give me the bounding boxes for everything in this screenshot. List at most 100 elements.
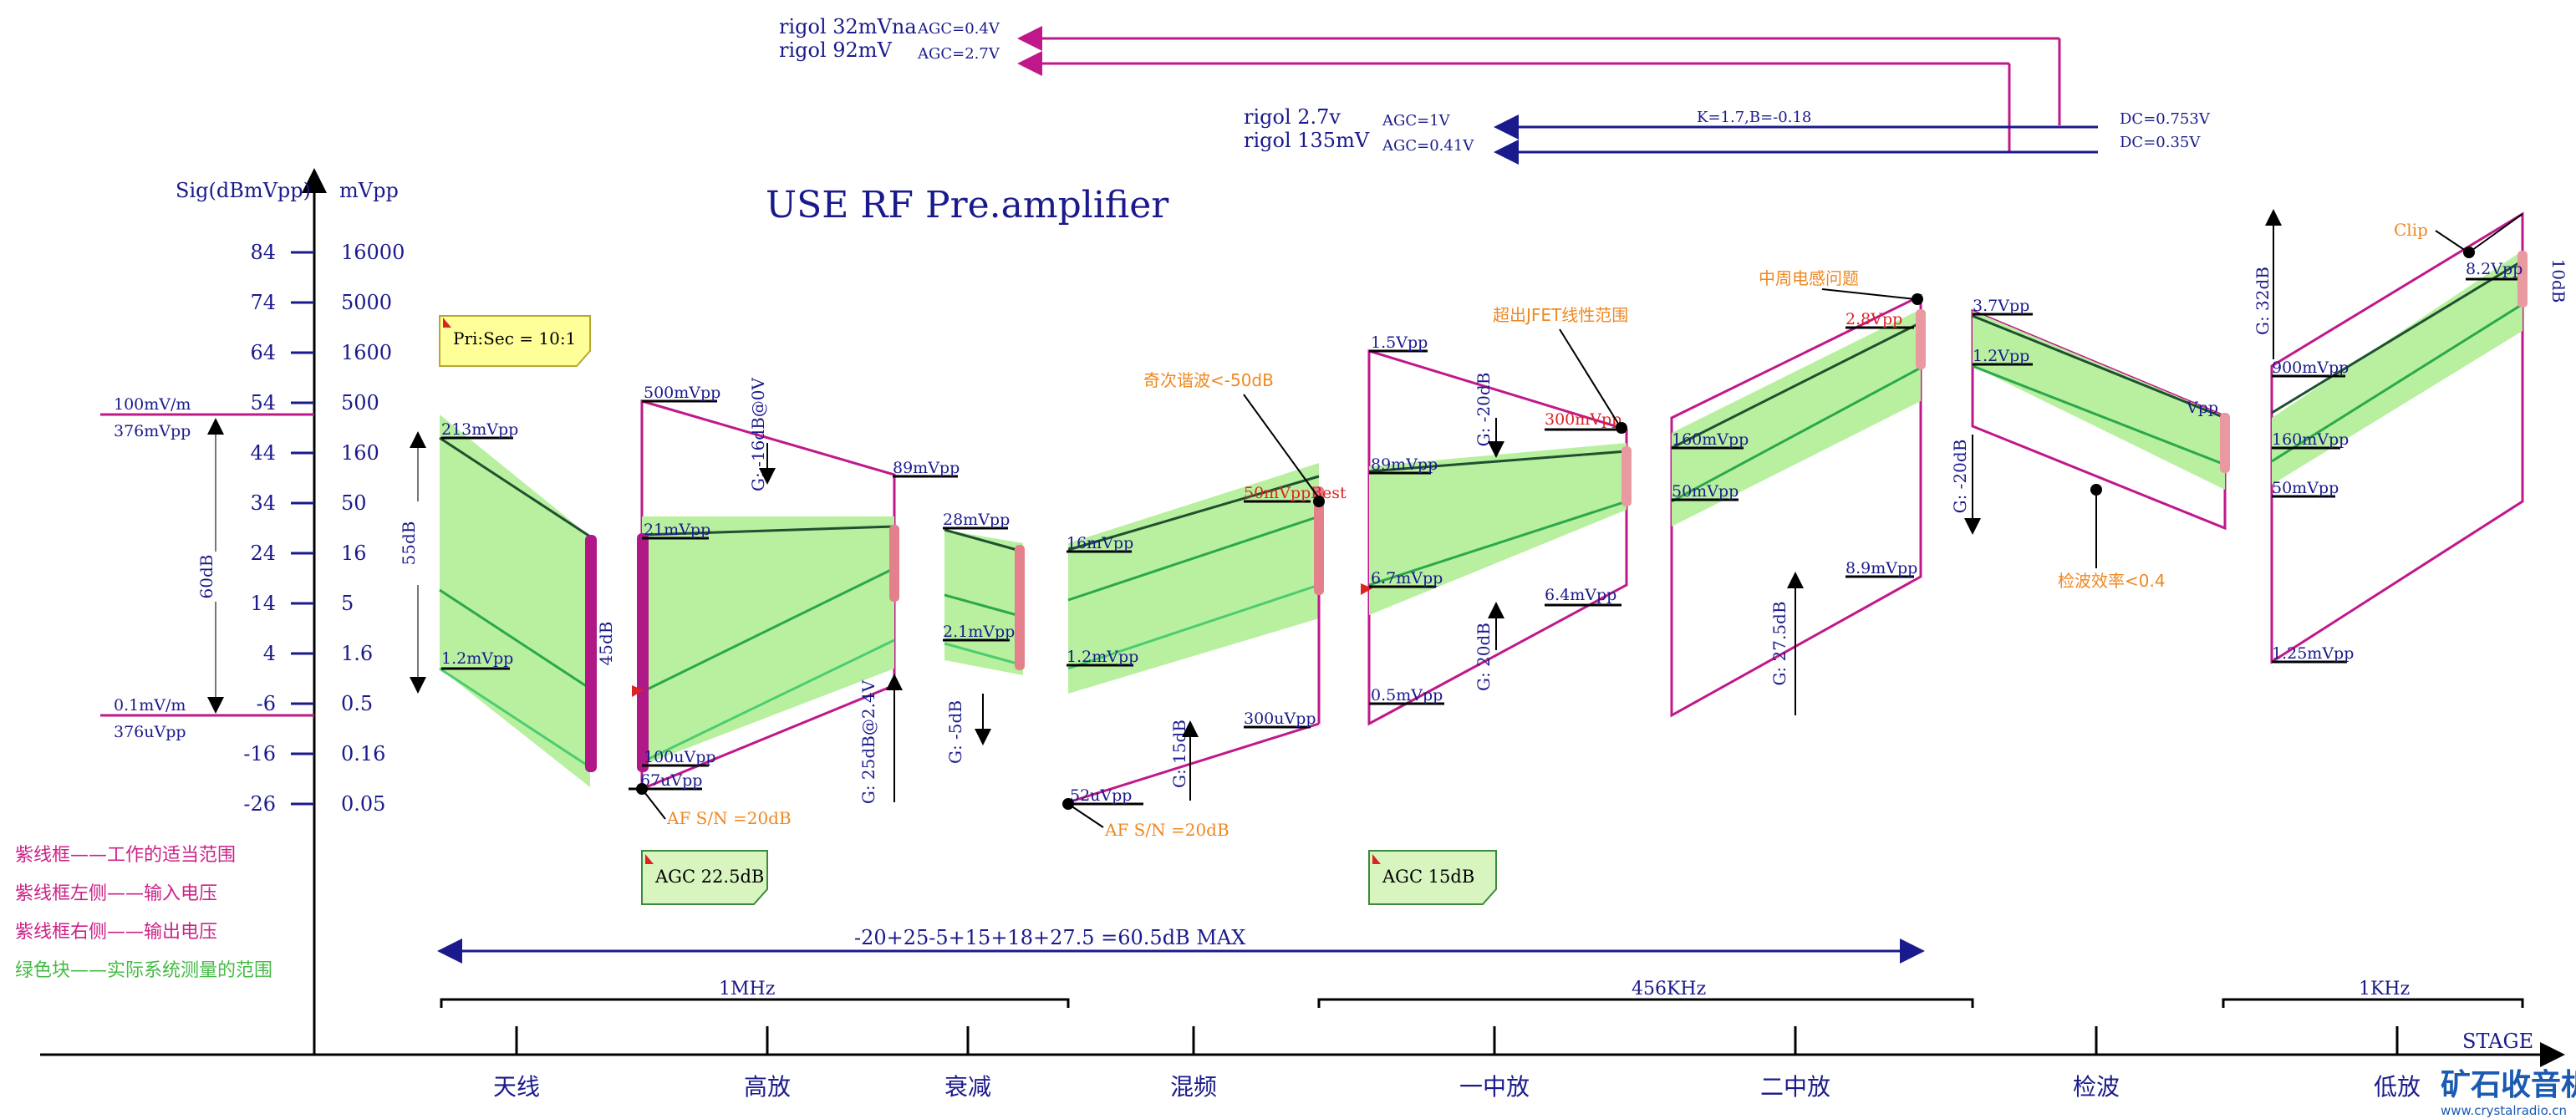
stage-detector: 3.7Vpp 1.2Vpp Vpp G: -20dB 检波效率<0.4 [1950, 297, 2230, 591]
stage-attenuator: 28mVpp 2.1mVpp G: -5dB [943, 511, 1025, 764]
att-hi-level: 28mVpp [943, 511, 1010, 529]
mix-gain: G: 15dB [1169, 720, 1189, 788]
mix-output-bar [1314, 486, 1324, 595]
if1-bottom-line [1368, 500, 1627, 587]
af-output-bar [2517, 251, 2528, 308]
rf-in-min-level: 67uVpp [640, 771, 702, 790]
bands-and-total: -20+25-5+15+18+27.5 =60.5dB MAX 1MHz 456… [437, 926, 2524, 1008]
det-gain: G: -20dB [1950, 440, 1970, 514]
y-tick-label-dbm: 44 [250, 441, 276, 465]
y-tick-label-mv: 16 [341, 542, 367, 565]
ref-high-top: 100mV/m [114, 395, 191, 414]
stage-label: 检波 [2073, 1073, 2120, 1101]
prisec-note-shape [439, 315, 591, 367]
y-tick-label-dbm: 74 [250, 291, 276, 314]
y-tick-label-mv: 50 [341, 491, 367, 515]
rf-in-hi-level: 500mVpp [644, 384, 720, 402]
stage-label: 一中放 [1459, 1073, 1530, 1101]
rigol-note-3: rigol 2.7v [1244, 105, 1341, 129]
antenna-green-block [440, 415, 590, 787]
if1-output-bar [1621, 446, 1632, 506]
stage-label: 衰减 [944, 1073, 991, 1101]
att-gain: G: -5dB [945, 700, 965, 764]
y-tick-label-mv: 5 [341, 592, 354, 615]
agc2-note-shape [1368, 850, 1497, 905]
y-tick-label-dbm: 54 [250, 391, 276, 415]
legend-item-4: 绿色块——实际系统测量的范围 [15, 960, 272, 981]
jfet-dot [1616, 422, 1627, 434]
kb-note: K=1.7,B=-0.18 [1697, 109, 1811, 126]
if2-out-lo-level: 8.9mVpp [1845, 559, 1917, 577]
rf-amp-green-block [642, 516, 894, 765]
stage-if2: 160mVpp 50mVpp 2.8Vpp 8.9mVpp 中周电感问题 G: … [1670, 268, 1926, 718]
if2-top-line [1671, 321, 1922, 450]
if1-green-block [1369, 443, 1627, 615]
rf-gain-bottom: G: 25dB@2.4V [858, 679, 878, 804]
antenna-bottom-line [439, 667, 591, 769]
if1-min-level: 0.5mVpp [1371, 686, 1443, 704]
rf-in-lo-level: 100uVpp [644, 748, 716, 766]
ref-low-bottom: 376uVpp [114, 723, 186, 741]
jfet-note: 超出JFET线性范围 [1493, 305, 1628, 325]
if1-gain-bottom: G: 20dB [1474, 623, 1494, 691]
odd-harmonic-note: 奇次谐波<-50dB [1143, 370, 1274, 390]
band-bracket-1mhz [440, 998, 1070, 1008]
stage-if1: 1.5Vpp 89mVpp 6.7mVpp 0.5mVpp 300mVpp 6.… [1361, 305, 1632, 905]
if1-hi-level: 89mVpp [1371, 455, 1438, 474]
clip-line [2468, 213, 2523, 253]
if1-top-level: 1.5Vpp [1371, 333, 1428, 352]
af-hi-level: 900mVpp [2272, 359, 2349, 377]
span60-label: 60dB [196, 555, 216, 599]
antenna-gain-45db: 45dB [596, 622, 616, 666]
antenna-output-bar [585, 535, 597, 772]
y-axis-label-right: mVpp [339, 179, 399, 202]
y-tick-label-mv: 0.05 [341, 792, 385, 816]
watermark-brand: 矿石收音机 [2441, 1068, 2576, 1102]
antenna-lo-level: 1.2mVpp [441, 649, 513, 668]
if2-hi-level: 160mVpp [1672, 430, 1749, 449]
af-out-level: 8.2Vpp [2466, 260, 2523, 278]
af-lo-level: 50mVpp [2272, 479, 2339, 497]
rf-in-mid-level: 21mVpp [644, 521, 710, 539]
mix-frame-bottom [1067, 722, 1320, 804]
af-range-frame [2270, 211, 2524, 664]
if2-lo-level: 50mVpp [1672, 482, 1739, 501]
span55-label: 55dB [399, 521, 419, 566]
stage-af-amp: 900mVpp 160mVpp 50mVpp 1.25mVpp 8.2Vpp C… [2253, 209, 2568, 664]
mix-hi-level: 16mVpp [1067, 534, 1133, 552]
if-coil-note: 中周电感问题 [1759, 268, 1859, 288]
x-axis-label: STAGE [2462, 1030, 2533, 1053]
y-tick-label-dbm: 64 [250, 341, 276, 364]
af-top-line [2271, 259, 2523, 415]
legend: 紫线框——工作的适当范围 紫线框左侧——输入电压 紫线框右侧——输出电压 绿色块… [15, 845, 272, 981]
y-tick-label-dbm: 84 [250, 241, 276, 264]
agc2-note-text: AGC 15dB [1382, 867, 1474, 887]
ref-low-top: 0.1mV/m [114, 696, 186, 715]
top-agc-notes: rigol 32mVna AGC=0.4V rigol 92mV AGC=2.7… [779, 15, 2211, 165]
mix-out-lo-level: 300uVpp [1244, 710, 1316, 728]
y-tick-label-mv: 5000 [341, 291, 392, 314]
rf-amp-input-bar [637, 533, 649, 772]
mix-min-level: 52uVpp [1070, 786, 1132, 805]
jfet-leader [1559, 328, 1621, 427]
stage-mixer: 16mVpp 1.2mVpp 50mVpp Best 300uVpp 52uVp… [1062, 370, 1347, 840]
y-axis-label-left: Sig(dBmVpp) [176, 179, 311, 202]
y-tick-label-dbm: 34 [250, 491, 276, 515]
mix-af-sn-leader [1067, 803, 1104, 828]
stage-label: 高放 [744, 1073, 791, 1101]
af-bottom-line [2271, 303, 2523, 463]
stage-rf-amp: 500mVpp 21mVpp 100uVpp 67uVpp 89mVpp AF … [629, 377, 960, 905]
y-tick-label-dbm: 4 [263, 642, 276, 665]
stage-label: 混频 [1170, 1073, 1217, 1101]
if1-out-hi-level: 300mVpp [1545, 410, 1621, 429]
band-bracket-1khz [2222, 998, 2524, 1008]
af-gain: G: 32dB [2253, 267, 2273, 335]
rigol-note-2: rigol 92mV [779, 38, 893, 62]
mix-lo-level: 1.2mVpp [1067, 648, 1138, 666]
af-green-block [2272, 251, 2523, 485]
if2-green-block [1672, 309, 1921, 526]
mix-green-block [1068, 463, 1319, 694]
antenna-hi-level: 213mVpp [441, 420, 518, 439]
